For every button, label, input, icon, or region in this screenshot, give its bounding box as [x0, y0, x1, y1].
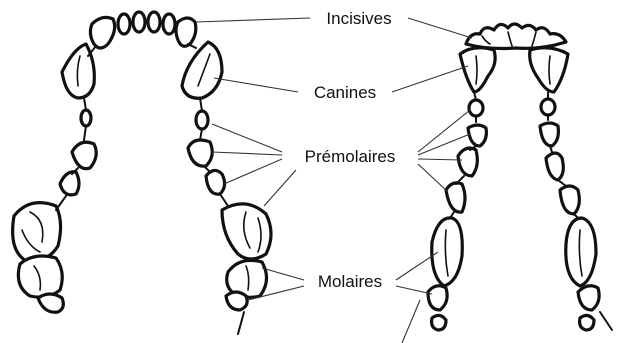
label-molaires: Molaires: [318, 272, 382, 291]
right-premolar-b3: [546, 153, 563, 180]
right-premolar-b1: [541, 99, 555, 115]
left-incisor-1: [90, 17, 114, 48]
left-jaw: [13, 12, 271, 334]
left-molar-a1: [13, 203, 61, 262]
left-premolar-a1: [81, 110, 91, 126]
left-premolar-b1: [196, 111, 208, 129]
right-molar-a3: [428, 286, 447, 310]
right-premolar-b2: [540, 123, 558, 146]
right-molar-b4: [580, 315, 594, 330]
left-canines: [62, 42, 222, 98]
leader-premolaires-left-4: [264, 170, 296, 206]
left-premolar-a3: [60, 172, 79, 195]
right-premolars: [458, 99, 563, 180]
left-molar-a2: [18, 256, 62, 297]
right-incisors: [466, 24, 566, 49]
right-molar-b2: [566, 218, 596, 286]
leader-molaires-left-1: [262, 268, 304, 280]
left-incisor-2: [118, 14, 130, 34]
labels: Incisives Canines Prémolaires Molaires: [305, 9, 396, 291]
left-molars: [13, 203, 271, 313]
left-premolar-a2: [72, 142, 96, 168]
leader-canines-left: [214, 78, 298, 92]
left-molar-b3: [226, 292, 247, 310]
right-molar-b3: [578, 286, 599, 310]
right-premolar-a2: [468, 125, 486, 146]
leader-molaires-right-2: [396, 286, 432, 294]
right-canines: [460, 48, 568, 92]
right-molar-a2: [432, 218, 463, 286]
left-incisor-5: [163, 14, 175, 34]
leader-premolaires-right-1: [418, 110, 470, 152]
left-molar-a3: [38, 294, 63, 312]
right-molars: [428, 183, 599, 330]
left-premolar-b2: [188, 140, 212, 166]
left-canine-b: [182, 42, 222, 98]
right-molar-b1: [560, 186, 579, 214]
left-premolar-b3: [206, 170, 225, 194]
label-incisives: Incisives: [326, 9, 391, 28]
right-premolar-a3: [458, 148, 477, 176]
leader-canines-right: [392, 66, 468, 92]
leader-premolaires-right-4: [418, 164, 448, 192]
left-incisors: [90, 12, 195, 48]
label-canines: Canines: [314, 83, 376, 102]
leader-premolaires-left-3: [224, 159, 282, 184]
leader-incisives-left: [196, 18, 310, 22]
right-incisor-row: [466, 24, 566, 49]
left-incisor-3: [133, 12, 145, 32]
leader-molaires-right-3: [402, 300, 420, 343]
right-premolar-a1: [469, 100, 483, 116]
leader-incisives-right: [408, 18, 472, 38]
right-molar-a4: [432, 315, 446, 330]
leader-premolaires-left-1: [212, 124, 282, 152]
leader-premolaires-right-3: [418, 159, 462, 160]
left-premolars: [60, 110, 225, 195]
label-premolaires: Prémolaires: [305, 147, 396, 166]
left-incisor-4: [148, 12, 160, 32]
left-incisor-6: [176, 18, 196, 46]
right-molar-a1: [446, 183, 465, 212]
leader-premolaires-left-2: [212, 152, 282, 155]
